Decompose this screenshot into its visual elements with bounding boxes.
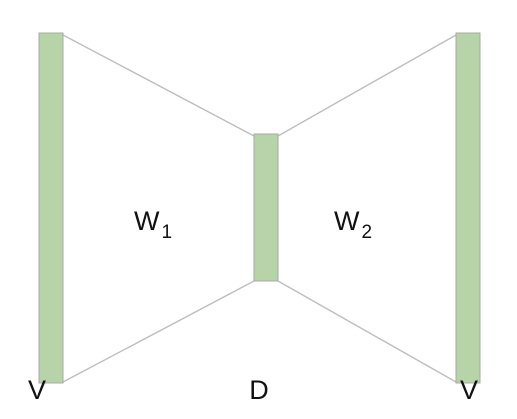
hidden-layer: [253, 133, 279, 282]
connection-line-input-top: [62, 34, 255, 137]
weight-symbol: W: [134, 206, 160, 236]
input-layer-label: V: [28, 375, 46, 405]
hidden-layer-label: D: [249, 375, 269, 405]
connection-line-input-bottom: [62, 280, 255, 383]
weight-subscript: 2: [361, 222, 372, 243]
input-layer: [38, 32, 64, 384]
connection-line-output-top: [277, 34, 457, 137]
weight-symbol: W: [334, 206, 360, 236]
weight-subscript: 1: [161, 222, 172, 243]
connection-line-output-bottom: [277, 280, 457, 383]
output-layer: [455, 32, 481, 384]
output-layer-label: V: [460, 375, 478, 405]
